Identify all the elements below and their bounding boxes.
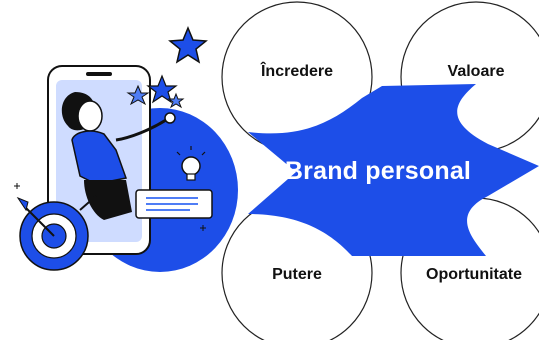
- center-label: Brand personal: [284, 157, 472, 185]
- node-label-bottom-left: Putere: [272, 266, 322, 283]
- message-card-icon: [135, 189, 213, 219]
- center-arrow-shape: [248, 84, 539, 256]
- sparkle-icon: [14, 183, 206, 231]
- woman-figure-icon: [61, 92, 176, 220]
- node-label-top-left: Încredere: [260, 63, 334, 80]
- arrow-icon: [16, 196, 55, 237]
- lightbulb-icon: [176, 146, 206, 181]
- node-label-top-right: Valoare: [447, 63, 505, 80]
- node-label-bottom-right: Oportunitate: [426, 266, 522, 283]
- star-icon: [126, 26, 208, 109]
